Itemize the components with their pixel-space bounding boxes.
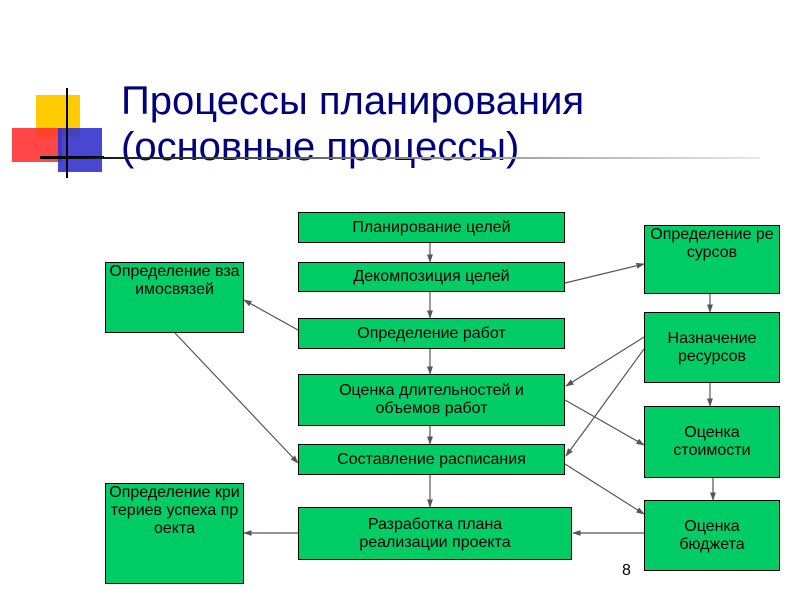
node-define-resources: Определение ресурсов [644,225,780,294]
node-assign-resources: Назначение ресурсов [644,312,780,383]
node-assign-resources-line-2: ресурсов [677,347,747,365]
node-estimate-cost-line-2: стоимости [673,442,751,459]
node-define-work: Определение работ [298,318,565,349]
node-develop-plan-line-2: реализации проекта [359,533,511,551]
node-define-success-criteria: Определение критериев успеха проекта [105,483,244,584]
edge-assign-to-durations [565,336,645,387]
node-planning-goals-label: Планирование целей [352,218,511,236]
slide-title-line-2: (основные процессы) [121,125,520,169]
node-estimate-cost-line-1: Оценка [684,424,740,441]
node-scheduling: Составление расписания [298,444,565,475]
node-define-success-criteria-label: Определение критериев успеха проекта [109,484,240,537]
node-define-resources-label: Определение ресурсов [650,226,774,261]
node-estimate-budget: Оценка бюджета [644,500,780,571]
node-estimate-durations: Оценка длительностей и объемов работ [298,374,565,426]
node-scheduling-label: Составление расписания [337,450,526,468]
node-decomposition-goals: Декомпозиция целей [298,262,565,292]
edge-durations-to-cost [564,399,645,446]
edge-decomposition-to-resources [564,262,645,284]
edge-assign-to-scheduling [565,348,645,457]
page-number: 8 [622,562,631,579]
node-estimate-budget-line-2: бюджета [679,535,745,553]
edge-scheduling-to-budget [564,463,645,515]
title-underline [40,157,760,159]
node-develop-plan: Разработка плана реализации проекта [298,507,572,560]
node-develop-plan-line-1: Разработка плана [367,515,503,533]
node-estimate-durations-line-1: Оценка длительностей и [339,382,524,399]
slide-title: Процессы планирования (основные процессы… [121,78,584,170]
node-estimate-cost: Оценка стоимости [644,406,780,478]
node-decomposition-goals-label: Декомпозиция целей [353,268,510,285]
node-planning-goals: Планирование целей [298,212,565,243]
node-assign-resources-line-1: Назначение [667,329,757,347]
node-define-work-label: Определение работ [357,324,506,342]
node-estimate-durations-line-2: объемов работ [375,400,488,417]
edge-relations-to-scheduling [174,332,299,464]
slide-title-line-1: Процессы планирования [121,79,585,123]
node-define-relations: Определение взаимосвязей [105,262,244,333]
node-define-relations-label: Определение взаимосвязей [109,263,240,298]
edge-define-work-to-relations [243,299,299,331]
node-estimate-budget-line-1: Оценка [684,517,740,535]
